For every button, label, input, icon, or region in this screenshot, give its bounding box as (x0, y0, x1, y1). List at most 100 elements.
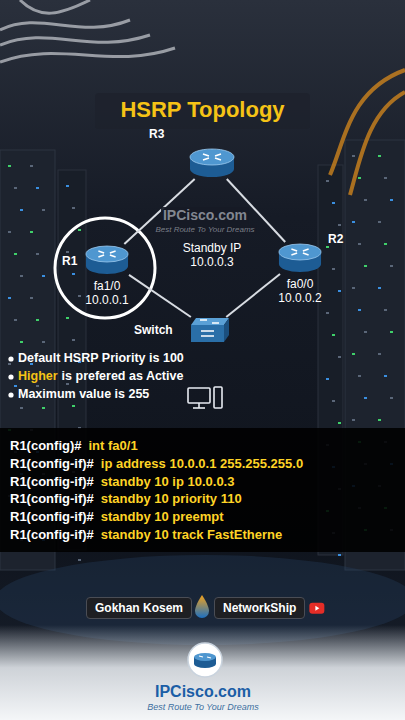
orange-cables (350, 92, 405, 195)
rack-lights (384, 177, 387, 179)
router-arrows (98, 251, 115, 257)
interface-address: fa1/0 10.0.0.1 (76, 279, 138, 308)
rack-lights (338, 290, 341, 292)
rack-lights (326, 312, 329, 314)
author-badge: Gokhan Kosem (86, 597, 192, 619)
rack-lights (364, 265, 367, 267)
cli-command: standby 10 ip 10.0.0.3 (101, 474, 235, 490)
rack-lights (358, 375, 361, 377)
cli-command: standby 10 priority 110 (101, 491, 242, 507)
rack-lights (66, 185, 69, 187)
rack-lights (390, 199, 393, 201)
bullet-dot (8, 374, 13, 379)
rack-lights (338, 224, 341, 226)
rack-lights (72, 207, 75, 209)
rack-lights (358, 243, 361, 245)
router-node: R1fa1/0 10.0.0.1 (85, 244, 129, 276)
rack-lights (390, 331, 393, 333)
rack-lights (364, 199, 367, 201)
cli-prompt: R1(config-if)# (10, 491, 94, 507)
rack-lights (42, 275, 45, 277)
rack-lights (338, 422, 341, 424)
cli-prompt: R1(config-if)# (10, 456, 94, 472)
rack-lights (384, 243, 387, 245)
router-icon (278, 242, 322, 274)
rack-lights (378, 155, 381, 157)
rack-lights (66, 383, 69, 385)
link-line (129, 275, 191, 317)
rack-lights (358, 177, 361, 179)
orange-cables (330, 70, 405, 195)
cli-prompt: R1(config)# (10, 438, 82, 454)
rack-lights (378, 287, 381, 289)
router-top (279, 244, 321, 260)
router-top (86, 246, 128, 262)
cli-command: standby 10 track FastEtherne (101, 527, 282, 543)
rack-lights (384, 309, 387, 311)
switch-front (191, 325, 224, 342)
device-name: R2 (328, 232, 343, 246)
bottom-logo (188, 643, 222, 677)
standby-ip-label: Standby IP 10.0.0.3 (173, 241, 251, 270)
rack-lights (20, 407, 23, 409)
rack-lights (364, 331, 367, 333)
rack-lights (20, 209, 23, 211)
pc-icon (193, 407, 205, 409)
cli-prompt: R1(config-if)# (10, 509, 94, 525)
highlight-ring (55, 218, 155, 318)
rack-lights (8, 165, 11, 167)
rack-lights (30, 297, 33, 299)
rack-lights (352, 419, 355, 421)
rack-lights (326, 180, 329, 182)
rack-lights (36, 187, 39, 189)
drop-logo (195, 595, 209, 618)
router-icon (85, 244, 129, 276)
channel-badge: NetworkShip (214, 597, 305, 619)
watermark: IPCisco.com (161, 207, 249, 224)
rack-lights (390, 397, 393, 399)
rack-lights (66, 251, 69, 253)
rack-lights (358, 309, 361, 311)
bottom-fade (0, 625, 405, 720)
logo-tagline: Best Route To Your Dreams (147, 702, 259, 713)
bullet-dot (8, 356, 13, 397)
youtube-icon (309, 603, 324, 614)
bottom-logo (194, 653, 216, 661)
switch-node: Switch (190, 317, 230, 343)
link-line (226, 274, 280, 317)
router-icon (189, 147, 235, 179)
rack-lights (332, 202, 335, 204)
switch-arrows (200, 320, 219, 336)
cli-command: ip address 10.0.0.1 255.255.255.0 (101, 456, 303, 472)
cli-command: standby 10 preempt (101, 509, 224, 525)
router-arrows (291, 249, 308, 255)
device-name: R3 (149, 127, 164, 141)
rack-lights (378, 353, 381, 355)
rack-lights (8, 297, 11, 299)
rack-lights (14, 187, 17, 189)
switch-top (191, 318, 229, 325)
rack-lights (8, 363, 11, 365)
diagram-title: HSRP Topology (0, 97, 405, 123)
rack-lights (352, 353, 355, 355)
logo-text: IPCisco.com (155, 682, 251, 701)
orange-cables (330, 70, 405, 175)
watermark-tagline: Best Route To Your Dreams (153, 225, 256, 235)
rack-lights (20, 341, 23, 343)
pc-icon (214, 387, 222, 408)
ceiling-cables (0, 48, 175, 62)
bottom-logo (188, 643, 222, 677)
rack-lights (20, 275, 23, 277)
rack-lights (72, 405, 75, 407)
rack-lights (378, 419, 381, 421)
cli-command: int fa0/1 (89, 438, 138, 454)
rack-lights (326, 246, 329, 248)
ceiling-cables (0, 20, 130, 30)
router-arrows (203, 154, 221, 160)
rack-lights (390, 265, 393, 267)
rack-lights (352, 221, 355, 223)
rack-lights (326, 378, 329, 380)
rack-lights (42, 407, 45, 409)
rack-lights (42, 209, 45, 211)
